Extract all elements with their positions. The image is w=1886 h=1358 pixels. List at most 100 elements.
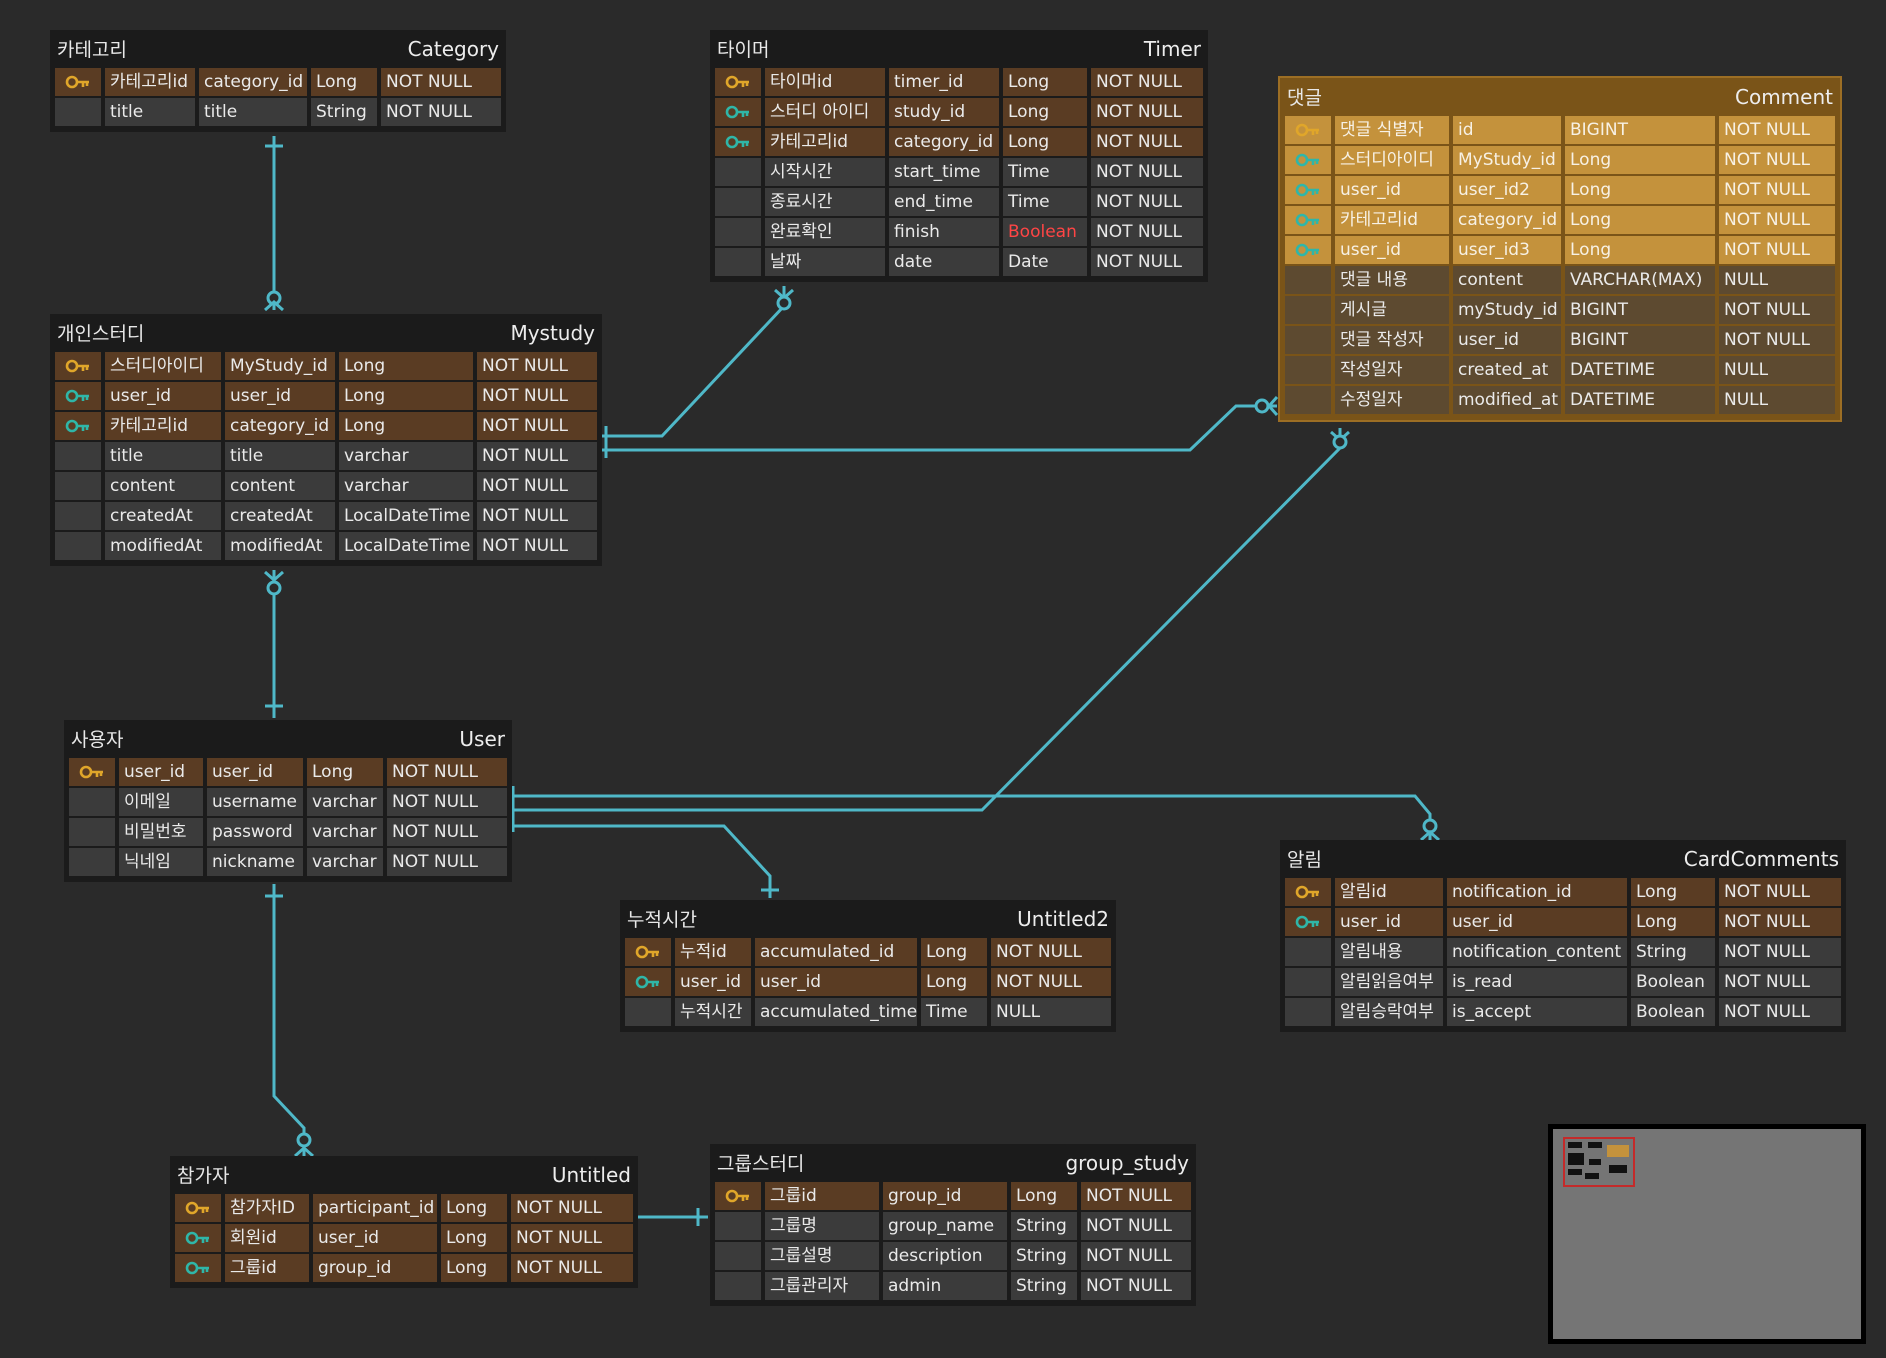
data-type-cell[interactable]: Long [441, 1224, 507, 1252]
logical-name-cell[interactable]: 누적시간 [675, 998, 751, 1026]
column-name-cell[interactable]: group_id [883, 1182, 1007, 1210]
column-name-cell[interactable]: accumulated_time [755, 998, 917, 1026]
column-name-cell[interactable]: title [225, 442, 335, 470]
nullable-cell[interactable]: NOT NULL [991, 968, 1111, 996]
column-name-cell[interactable]: description [883, 1242, 1007, 1270]
column-name-cell[interactable]: accumulated_id [755, 938, 917, 966]
nullable-cell[interactable]: NOT NULL [511, 1224, 633, 1252]
column-name-cell[interactable]: user_id3 [1453, 236, 1561, 264]
column-name-cell[interactable]: nickname [207, 848, 303, 876]
logical-name-cell[interactable]: 그룹명 [765, 1212, 879, 1240]
data-type-cell[interactable]: Long [921, 968, 987, 996]
column-name-cell[interactable]: MyStudy_id [1453, 146, 1561, 174]
data-type-cell[interactable]: Long [1003, 98, 1087, 126]
logical-name-cell[interactable]: user_id [675, 968, 751, 996]
column-name-cell[interactable]: password [207, 818, 303, 846]
nullable-cell[interactable]: NOT NULL [511, 1254, 633, 1282]
column-name-cell[interactable]: group_name [883, 1212, 1007, 1240]
logical-name-cell[interactable]: 알림id [1335, 878, 1443, 906]
data-type-cell[interactable]: Boolean [1003, 218, 1087, 246]
column-name-cell[interactable]: end_time [889, 188, 999, 216]
logical-name-cell[interactable]: 알림승락여부 [1335, 998, 1443, 1026]
nullable-cell[interactable]: NOT NULL [1091, 188, 1203, 216]
column-name-cell[interactable]: notification_content [1447, 938, 1627, 966]
data-type-cell[interactable]: varchar [307, 818, 383, 846]
nullable-cell[interactable]: NOT NULL [387, 848, 507, 876]
data-type-cell[interactable]: BIGINT [1565, 326, 1715, 354]
nullable-cell[interactable]: NOT NULL [1719, 146, 1835, 174]
logical-name-cell[interactable]: user_id [1335, 236, 1449, 264]
nullable-cell[interactable]: NOT NULL [1719, 878, 1841, 906]
data-type-cell[interactable]: Long [339, 412, 473, 440]
nullable-cell[interactable]: NOT NULL [477, 352, 597, 380]
nullable-cell[interactable]: NOT NULL [381, 68, 501, 96]
nullable-cell[interactable]: NOT NULL [477, 502, 597, 530]
nullable-cell[interactable]: NOT NULL [1091, 68, 1203, 96]
data-type-cell[interactable]: DATETIME [1565, 356, 1715, 384]
nullable-cell[interactable]: NOT NULL [1091, 98, 1203, 126]
nullable-cell[interactable]: NOT NULL [1719, 938, 1841, 966]
data-type-cell[interactable]: varchar [339, 442, 473, 470]
column-name-cell[interactable]: user_id [207, 758, 303, 786]
column-name-cell[interactable]: createdAt [225, 502, 335, 530]
nullable-cell[interactable]: NOT NULL [477, 472, 597, 500]
logical-name-cell[interactable]: 타이머id [765, 68, 885, 96]
column-name-cell[interactable]: MyStudy_id [225, 352, 335, 380]
logical-name-cell[interactable]: 그룹관리자 [765, 1272, 879, 1300]
logical-name-cell[interactable]: 닉네임 [119, 848, 203, 876]
column-name-cell[interactable]: timer_id [889, 68, 999, 96]
data-type-cell[interactable]: BIGINT [1565, 296, 1715, 324]
column-name-cell[interactable]: content [225, 472, 335, 500]
nullable-cell[interactable]: NOT NULL [1719, 176, 1835, 204]
logical-name-cell[interactable]: 스터디 아이디 [765, 98, 885, 126]
logical-name-cell[interactable]: 날짜 [765, 248, 885, 276]
logical-name-cell[interactable]: title [105, 442, 221, 470]
logical-name-cell[interactable]: 댓글 작성자 [1335, 326, 1449, 354]
nullable-cell[interactable]: NOT NULL [477, 442, 597, 470]
logical-name-cell[interactable]: 회원id [225, 1224, 309, 1252]
column-name-cell[interactable]: notification_id [1447, 878, 1627, 906]
nullable-cell[interactable]: NOT NULL [1719, 998, 1841, 1026]
nullable-cell[interactable]: NOT NULL [477, 412, 597, 440]
data-type-cell[interactable]: LocalDateTime [339, 532, 473, 560]
column-name-cell[interactable]: is_accept [1447, 998, 1627, 1026]
data-type-cell[interactable]: Long [307, 758, 383, 786]
nullable-cell[interactable]: NOT NULL [1091, 248, 1203, 276]
data-type-cell[interactable]: Long [1003, 68, 1087, 96]
logical-name-cell[interactable]: 작성일자 [1335, 356, 1449, 384]
column-name-cell[interactable]: user_id2 [1453, 176, 1561, 204]
data-type-cell[interactable]: DATETIME [1565, 386, 1715, 414]
nullable-cell[interactable]: NOT NULL [1091, 128, 1203, 156]
data-type-cell[interactable]: LocalDateTime [339, 502, 473, 530]
